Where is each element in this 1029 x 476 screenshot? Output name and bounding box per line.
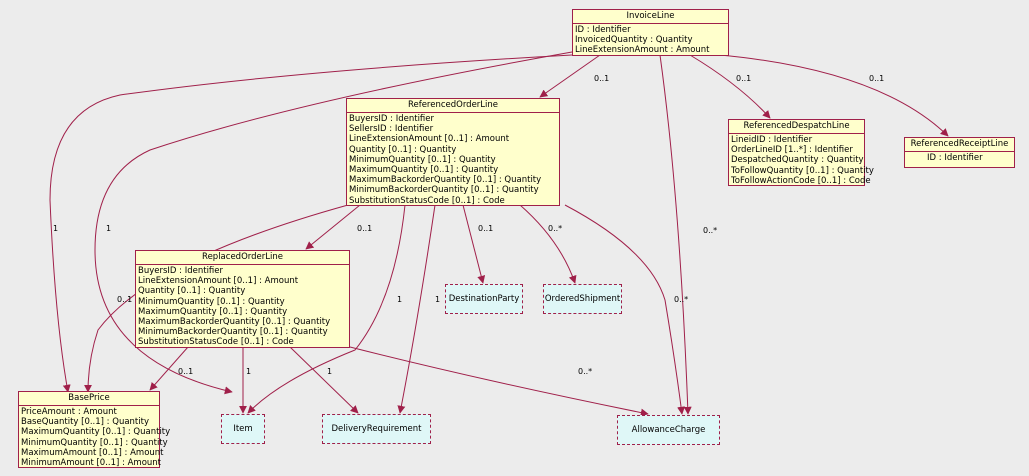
attribute: ID : Identifier xyxy=(575,25,631,35)
attribute: InvoicedQuantity : Quantity xyxy=(575,35,693,46)
attribute: Quantity [0..1] : Quantity xyxy=(349,144,457,155)
external-class-delivery-requirement[interactable]: DeliveryRequirement xyxy=(322,414,431,444)
class-referenced-order-line[interactable]: ReferencedOrderLine BuyersID : Identifie… xyxy=(346,98,560,206)
attribute-list: LineidID : Identifier OrderLineID [1..*]… xyxy=(729,134,874,187)
edge-invoice-to-referenced-receipt-line xyxy=(719,54,949,137)
edge-rol-to-replaced-order-line xyxy=(305,204,361,250)
attribute: PriceAmount : Amount xyxy=(21,407,117,417)
attribute: LineExtensionAmount : Amount xyxy=(575,45,710,56)
attribute: MinimumBackorderQuantity [0..1] : Quanti… xyxy=(138,327,328,338)
multiplicity-label: 0..1 xyxy=(594,74,610,83)
edge-rol-to-delivery-requirement xyxy=(397,204,436,414)
attribute: ID : Identifier xyxy=(927,153,983,163)
class-name: ReferencedReceiptLine xyxy=(905,138,1014,152)
attribute-list: PriceAmount : Amount BaseQuantity [0..1]… xyxy=(19,406,171,469)
attribute: ToFollowQuantity [0..1] : Quantity xyxy=(731,165,874,176)
external-class-allowance-charge[interactable]: AllowanceCharge xyxy=(617,415,720,445)
external-class-item[interactable]: Item xyxy=(221,414,265,444)
class-name: ReferencedDespatchLine xyxy=(729,120,864,134)
edge-rol-to-allowance-charge xyxy=(564,204,686,415)
attribute: Quantity [0..1] : Quantity xyxy=(138,286,246,297)
multiplicity-label: 0..1 xyxy=(178,367,194,376)
edge-replaced-to-delivery-requirement xyxy=(289,346,359,414)
class-name: ReplacedOrderLine xyxy=(136,251,349,265)
attribute: MaximumAmount [0..1] : Amount xyxy=(21,447,164,458)
attribute: MinimumBackorderQuantity [0..1] : Quanti… xyxy=(349,185,539,196)
edge-rol-to-item xyxy=(247,204,406,414)
multiplicity-label: 0..* xyxy=(674,295,689,304)
class-referenced-receipt-line[interactable]: ReferencedReceiptLine ID : Identifier xyxy=(904,137,1015,168)
attribute: MaximumBackorderQuantity [0..1] : Quanti… xyxy=(138,317,331,328)
attribute: MinimumAmount [0..1] : Amount xyxy=(21,458,162,469)
attribute: LineExtensionAmount [0..1] : Amount xyxy=(138,276,299,287)
class-name: InvoiceLine xyxy=(573,10,728,24)
edge-rol-to-destination-party xyxy=(462,204,486,284)
attribute: LineExtensionAmount [0..1] : Amount xyxy=(349,134,510,145)
class-name: ReferencedOrderLine xyxy=(347,99,559,113)
multiplicity-label: 0..1 xyxy=(117,295,133,304)
class-referenced-despatch-line[interactable]: ReferencedDespatchLine LineidID : Identi… xyxy=(728,119,874,187)
attribute: BaseQuantity [0..1] : Quantity xyxy=(21,417,149,428)
attribute-list: ID : Identifier InvoicedQuantity : Quant… xyxy=(573,24,728,57)
multiplicity-label: 0..* xyxy=(703,226,718,235)
attribute: MaximumBackorderQuantity [0..1] : Quanti… xyxy=(349,175,542,186)
edge-invoice-to-base-price xyxy=(49,54,573,393)
multiplicity-label: 0..1 xyxy=(736,74,752,83)
edge-invoice-to-allowance-charge xyxy=(659,54,692,415)
attribute: MinimumQuantity [0..1] : Quantity xyxy=(21,437,168,448)
multiplicity-label: 1 xyxy=(327,367,333,376)
attribute: MaximumQuantity [0..1] : Quantity xyxy=(349,165,499,176)
class-base-price[interactable]: BasePrice PriceAmount : Amount BaseQuant… xyxy=(18,391,171,469)
attribute: BuyersID : Identifier xyxy=(349,114,435,124)
multiplicity-label: 1 xyxy=(246,367,252,376)
attribute: DespatchedQuantity : Quantity xyxy=(731,155,864,166)
multiplicity-label: 0..1 xyxy=(869,74,885,83)
edge-rol-to-base-price xyxy=(84,204,349,393)
multiplicity-label: 1 xyxy=(397,295,403,304)
attribute: MinimumQuantity [0..1] : Quantity xyxy=(349,154,496,165)
attribute: MaximumQuantity [0..1] : Quantity xyxy=(21,427,171,438)
attribute: ToFollowActionCode [0..1] : Code xyxy=(731,175,871,186)
attribute: SubstitutionStatusCode [0..1] : Code xyxy=(349,195,505,206)
class-name: BasePrice xyxy=(19,392,159,406)
attribute: LineidID : Identifier xyxy=(731,135,813,145)
attribute: SellersID : Identifier xyxy=(349,124,434,135)
multiplicity-label: 0..1 xyxy=(357,224,373,233)
edge-invoice-to-referenced-despatch-line xyxy=(689,54,771,119)
edge-invoice-to-referenced-order-line xyxy=(539,54,601,98)
multiplicity-label: 0..* xyxy=(578,367,593,376)
attribute-list: ID : Identifier xyxy=(905,152,1014,164)
multiplicity-label: 1 xyxy=(435,295,441,304)
attribute: MaximumQuantity [0..1] : Quantity xyxy=(138,306,288,317)
multiplicity-label: 0..1 xyxy=(478,224,494,233)
edge-replaced-to-base-price xyxy=(149,346,189,391)
external-class-ordered-shipment[interactable]: OrderedShipment xyxy=(543,284,622,314)
edge-replaced-to-allowance-charge xyxy=(349,346,649,417)
attribute: BuyersID : Identifier xyxy=(138,266,224,276)
attribute: MinimumQuantity [0..1] : Quantity xyxy=(138,296,285,307)
attribute-list: BuyersID : Identifier SellersID : Identi… xyxy=(347,113,559,207)
class-replaced-order-line[interactable]: ReplacedOrderLine BuyersID : Identifier … xyxy=(135,250,350,348)
attribute: OrderLineID [1..*] : Identifier xyxy=(731,145,853,156)
edge-rol-to-ordered-shipment xyxy=(519,204,577,284)
external-class-destination-party[interactable]: DestinationParty xyxy=(445,284,523,314)
edge-invoice-to-item xyxy=(94,51,573,395)
multiplicity-label: 1 xyxy=(53,224,59,233)
multiplicity-label: 1 xyxy=(106,224,112,233)
multiplicity-label: 0..* xyxy=(548,224,563,233)
attribute: SubstitutionStatusCode [0..1] : Code xyxy=(138,337,294,348)
attribute-list: BuyersID : Identifier LineExtensionAmoun… xyxy=(136,265,349,349)
class-invoice-line[interactable]: InvoiceLine ID : Identifier InvoicedQuan… xyxy=(572,9,729,56)
